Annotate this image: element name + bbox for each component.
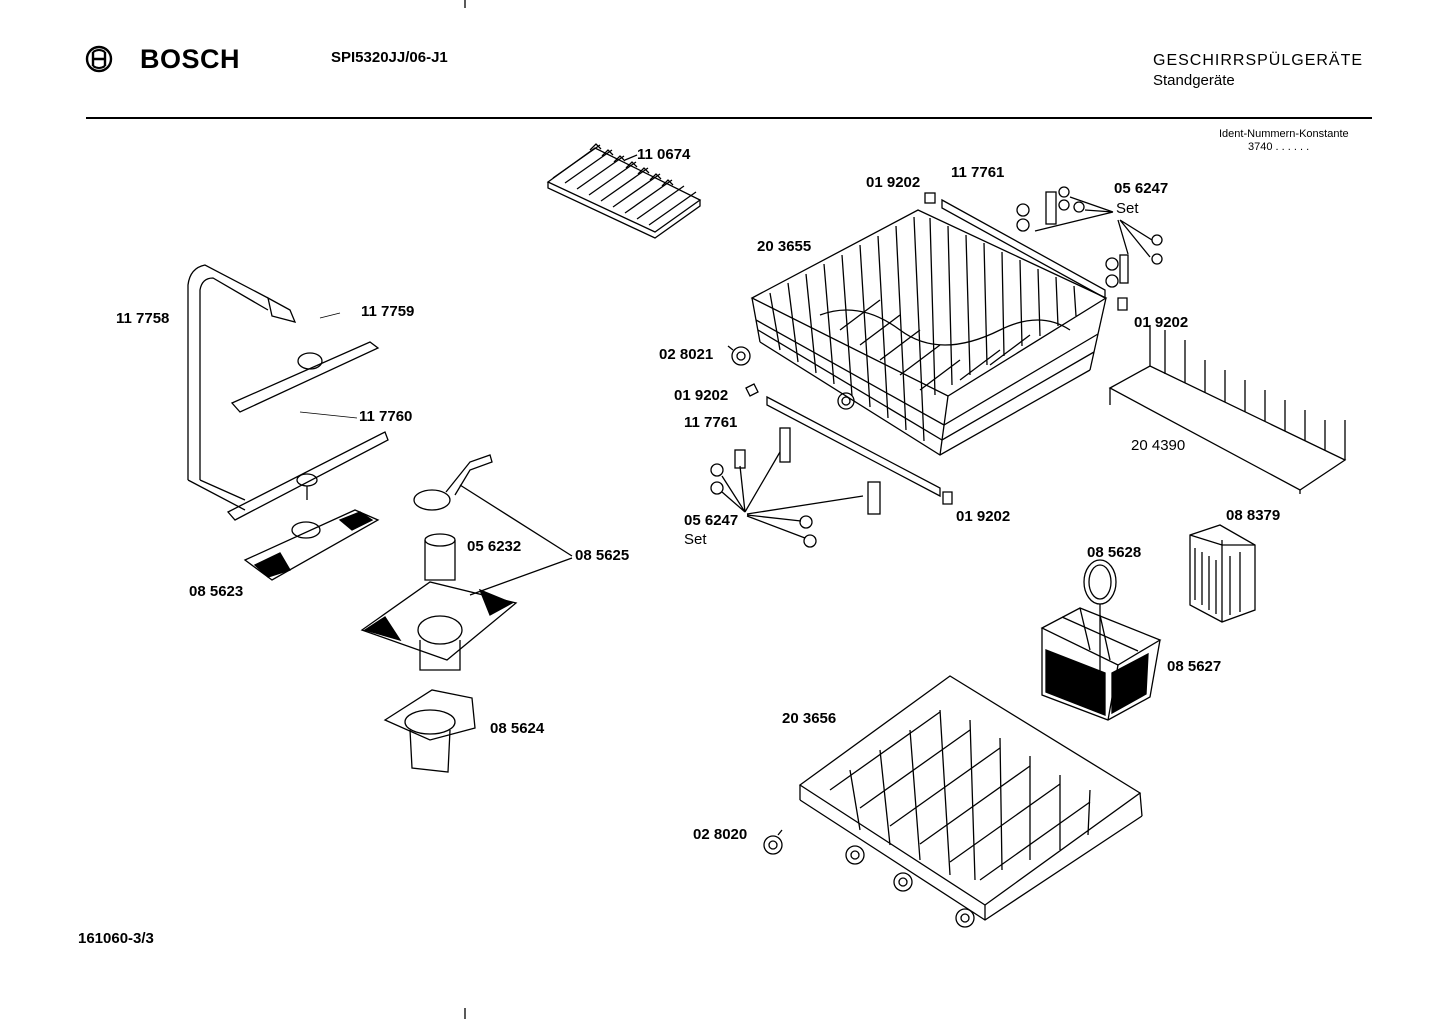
part-label-085625: 08 5625 xyxy=(575,547,630,564)
roller-set-bottom-drawing xyxy=(710,427,881,548)
set-label-top: Set xyxy=(1116,200,1139,217)
wheel-upper-drawing xyxy=(727,345,751,366)
part-label-019202-right: 01 9202 xyxy=(1134,314,1189,331)
bosch-logo-icon xyxy=(85,45,113,73)
lower-basket-drawing xyxy=(798,675,1143,928)
part-label-019202-bottom: 01 9202 xyxy=(956,508,1011,525)
part-label-085623: 08 5623 xyxy=(189,583,244,600)
part-label-056232: 05 6232 xyxy=(467,538,522,555)
brand-name: BOSCH xyxy=(140,44,241,74)
part-label-085627: 08 5627 xyxy=(1167,658,1222,675)
rack-extension-drawing xyxy=(1108,325,1347,494)
lower-spray-arm-drawing xyxy=(226,431,389,521)
part-label-117758: 11 7758 xyxy=(116,310,170,327)
document-number: 161060-3/3 xyxy=(78,930,154,947)
cutlery-insert-drawing xyxy=(1189,524,1256,623)
upper-basket-drawing xyxy=(750,209,1108,456)
part-label-110674: 11 0674 xyxy=(637,146,691,163)
part-label-204390: 20 4390 xyxy=(1131,437,1186,454)
rail-bottom-drawing xyxy=(766,395,941,498)
category-subtitle: Standgeräte xyxy=(1153,72,1235,89)
rack-insert-drawing xyxy=(546,143,702,239)
part-label-088379: 08 8379 xyxy=(1226,507,1281,524)
supply-pipe-drawing xyxy=(187,264,297,511)
part-label-203655: 20 3655 xyxy=(757,238,812,255)
part-label-085624: 08 5624 xyxy=(490,720,545,737)
roller-set-top-drawing xyxy=(1016,186,1163,288)
part-label-028021: 02 8021 xyxy=(659,346,714,363)
part-label-117759: 11 7759 xyxy=(361,303,415,320)
part-label-056247-bottom: 05 6247 xyxy=(684,512,739,529)
part-label-203656: 20 3656 xyxy=(782,710,837,727)
model-number: SPI5320JJ/06-J1 xyxy=(331,49,448,66)
part-label-028020: 02 8020 xyxy=(693,826,748,843)
wheel-lower-drawing xyxy=(763,829,783,855)
upper-spray-arm-drawing xyxy=(230,341,380,413)
clip-bottom-drawing xyxy=(942,491,953,505)
part-label-117761-bottom: 11 7761 xyxy=(684,414,738,431)
basket-mesh-drawing xyxy=(1045,649,1149,716)
filter-parts-drawing xyxy=(360,454,518,773)
part-label-019202-left: 01 9202 xyxy=(674,387,729,404)
clip-top-drawing xyxy=(924,192,936,204)
set-label-bottom: Set xyxy=(684,531,707,548)
part-label-019202-top: 01 9202 xyxy=(866,174,921,191)
part-label-117760: 11 7760 xyxy=(359,408,413,425)
rail-top-drawing xyxy=(941,198,1106,300)
category-title: GESCHIRRSPÜLGERÄTE xyxy=(1153,52,1364,69)
part-label-085628: 08 5628 xyxy=(1087,544,1142,561)
part-label-056247-top: 05 6247 xyxy=(1114,180,1169,197)
clip-right-drawing xyxy=(1117,297,1128,311)
ident-value: 3740 . . . . . . xyxy=(1248,141,1310,153)
part-label-117761-top: 11 7761 xyxy=(951,164,1005,181)
ident-label: Ident-Nummern-Konstante xyxy=(1219,128,1349,140)
filter-mesh-drawing xyxy=(253,511,514,642)
clip-left-drawing xyxy=(745,383,759,397)
header-divider xyxy=(86,117,1372,119)
spray-arm-base-drawing xyxy=(243,509,380,581)
